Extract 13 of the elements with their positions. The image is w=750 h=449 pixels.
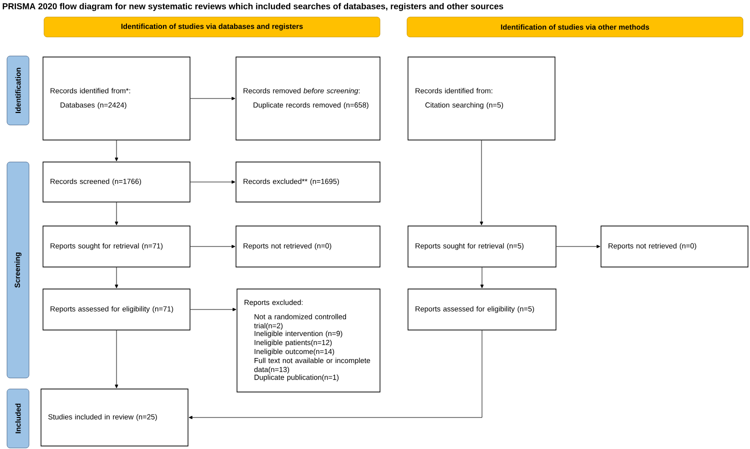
arrow <box>480 267 484 288</box>
arrow <box>114 267 118 288</box>
arrow <box>188 330 482 420</box>
title: PRISMA 2020 flow diagram for new systematic reviews which included searches of databases, registers and other sources <box>2 2 504 12</box>
arrow <box>114 330 118 388</box>
arrow <box>190 180 236 184</box>
arrow <box>190 96 236 100</box>
arrow <box>114 140 118 162</box>
arrow <box>556 244 600 248</box>
arrow <box>190 244 236 248</box>
arrow <box>190 308 236 312</box>
arrow <box>114 202 118 226</box>
arrow <box>480 140 484 226</box>
